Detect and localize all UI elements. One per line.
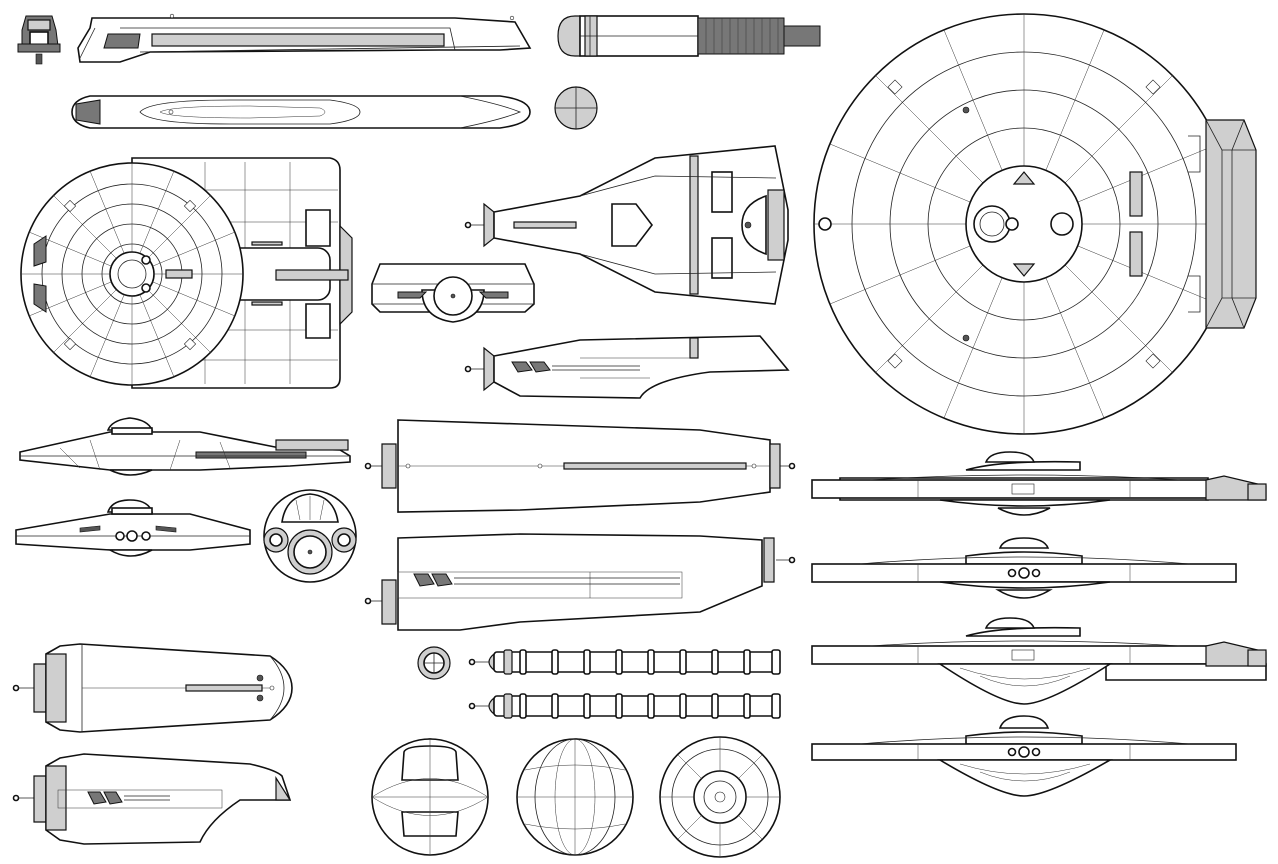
pod-plan [12,643,293,733]
sphere-rear [659,736,781,858]
engineering-hull-side [364,533,796,631]
edge-view-4 [811,715,1237,797]
warp-nacelle-side [468,693,781,719]
saucer-front [15,499,251,557]
sensor-pod-side [557,15,821,57]
shuttlebay-front [371,263,535,323]
sphere-side [516,738,634,856]
edge-view-3 [811,617,1267,705]
edge-view-2 [811,537,1237,599]
saucer-large-top [813,13,1257,435]
deflector-front [263,489,357,583]
pod-side [12,753,292,845]
sensor-pod-end [554,86,598,130]
shuttlebay-plan [464,145,789,305]
secondary-hull-side-top [77,13,532,63]
command-pod-front [17,15,61,65]
secondary-hull-plan [71,95,531,129]
sphere-front [371,738,489,856]
engineering-hull-top [364,419,796,513]
edge-view-1 [811,451,1267,516]
warp-nacelle-top [417,646,781,680]
saucer-top-with-engineering-hull [20,157,353,389]
saucer-large-edge-views [811,451,1267,797]
saucer-side [19,417,351,476]
shuttlebay-side [464,335,790,399]
